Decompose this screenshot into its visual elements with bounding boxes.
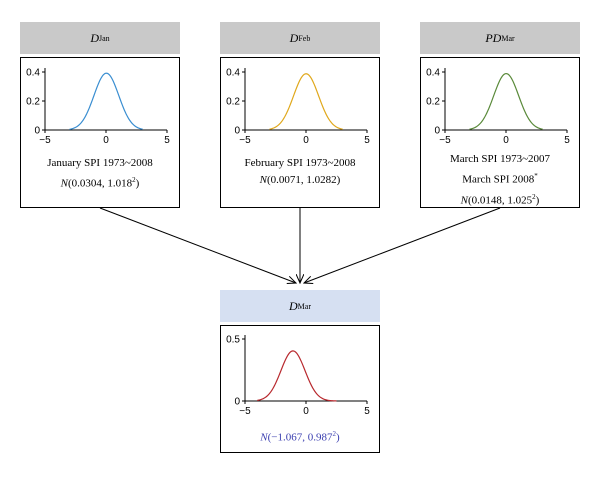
header-pd-mar-sub: Mar — [501, 33, 515, 43]
caption-mar-dist: N(−1.067, 0.9872) — [221, 426, 379, 447]
dist-name: N — [60, 177, 68, 190]
dist-params: (0.0304, 1.018 — [68, 177, 133, 190]
density-curve-mar_p — [469, 72, 543, 130]
y-tick-label: 0 — [234, 397, 240, 408]
x-tick-label: −5 — [439, 135, 451, 146]
caption-feb: February SPI 1973~2008 N(0.0071, 1.0282) — [221, 155, 379, 189]
caption-mar-p-dist: N(0.0148, 1.0252) — [421, 189, 579, 210]
y-tick-label: 0 — [34, 126, 40, 137]
arrow-mar-p-to-mar — [304, 207, 501, 283]
y-tick-label: 0.4 — [226, 68, 240, 79]
x-tick-label: 0 — [303, 135, 309, 146]
x-tick-label: 5 — [564, 135, 570, 146]
header-d-feb-main: D — [289, 30, 299, 45]
density-curve-feb — [269, 73, 343, 130]
y-tick-label: 0 — [434, 126, 440, 137]
y-tick-label: 0.2 — [426, 97, 440, 108]
y-tick-label: 0 — [234, 126, 240, 137]
dist-name: N — [259, 174, 267, 186]
header-d-jan-main: D — [90, 30, 99, 45]
dist-params: (0.0071, 1.0282) — [267, 174, 341, 186]
caption-feb-line1: February SPI 1973~2008 — [244, 157, 356, 169]
header-d-mar-main: D — [289, 298, 298, 313]
x-tick-label: 0 — [503, 135, 509, 146]
caption-mar-p-line2-sup: * — [534, 172, 538, 180]
caption-mar-p-line2-text: March SPI 2008 — [462, 173, 535, 186]
caption-jan: January SPI 1973~2008 N(0.0304, 1.0182) — [21, 155, 179, 193]
caption-mar-p-line2: March SPI 2008* — [421, 168, 579, 189]
dist-params: (0.0148, 1.025 — [468, 194, 533, 207]
header-d-mar-sub: Mar — [297, 301, 311, 311]
x-tick-label: −5 — [239, 135, 251, 146]
dist-exp: 2 — [132, 176, 136, 184]
x-tick-label: 5 — [364, 406, 370, 417]
dist-close: ) — [336, 431, 340, 444]
dist-close: ) — [135, 177, 140, 190]
y-tick-label: 0.2 — [226, 97, 240, 108]
dist-name: N — [260, 431, 268, 444]
caption-mar-p: March SPI 1973~2007 March SPI 2008* N(0.… — [421, 151, 579, 209]
x-tick-label: 0 — [103, 135, 109, 146]
arrow-jan-to-mar — [99, 207, 296, 283]
x-tick-label: −5 — [239, 406, 251, 417]
x-tick-label: −5 — [39, 135, 51, 146]
dist-exp: 2 — [532, 192, 536, 201]
x-tick-label: 0 — [303, 406, 309, 417]
y-tick-label: 0.4 — [426, 68, 440, 79]
y-tick-label: 0.5 — [226, 335, 240, 346]
density-curve-jan — [69, 72, 143, 130]
caption-jan-dist: N(0.0304, 1.0182) — [21, 172, 179, 193]
y-tick-label: 0.4 — [26, 68, 40, 79]
x-tick-label: 5 — [364, 135, 370, 146]
caption-mar-p-line1: March SPI 1973~2007 — [449, 153, 551, 165]
header-d-feb-sub: Feb — [298, 33, 311, 43]
y-tick-label: 0.2 — [26, 97, 40, 108]
x-tick-label: 5 — [164, 135, 170, 146]
density-curve-mar — [257, 350, 337, 402]
caption-mar: N(−1.067, 0.9872) — [221, 426, 379, 447]
dist-exp: 2 — [332, 430, 337, 438]
dist-params: (−1.067, 0.987 — [267, 431, 333, 444]
caption-jan-line1: January SPI 1973~2008 — [47, 157, 153, 169]
caption-feb-dist: N(0.0071, 1.0282) — [221, 172, 379, 189]
dist-close: ) — [535, 194, 540, 207]
header-pd-mar-main: PD — [485, 30, 502, 45]
dist-name: N — [460, 194, 468, 207]
header-d-jan-sub: Jan — [99, 33, 110, 43]
